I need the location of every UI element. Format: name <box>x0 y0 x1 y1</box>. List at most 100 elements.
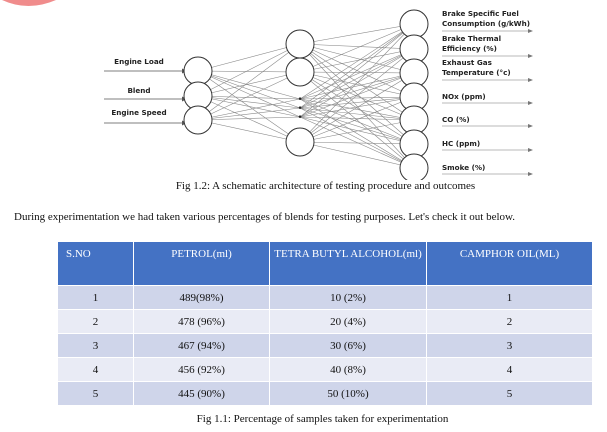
intro-paragraph: During experimentation we had taken vari… <box>14 211 516 223</box>
cell-petrol: 467 (94%) <box>133 333 270 358</box>
connection-line <box>197 70 301 109</box>
connection-line <box>197 70 301 100</box>
cell-camphor: 1 <box>426 285 593 310</box>
connection-line <box>197 43 301 121</box>
connection-line <box>299 116 415 121</box>
hidden-dot: • <box>297 95 302 105</box>
input-label: Engine Speed <box>111 108 166 117</box>
input-node <box>183 56 213 86</box>
hidden-dot: • <box>297 104 302 114</box>
connection-line <box>299 98 415 121</box>
connection-line <box>299 71 415 74</box>
cell-sno: 5 <box>57 381 134 406</box>
cell-camphor: 4 <box>426 357 593 382</box>
header-camphor: CAMPHOR OIL(ML) <box>426 241 593 286</box>
connection-line <box>299 48 415 143</box>
arrow-head <box>528 29 533 33</box>
table-header-row: S.NO PETROL(ml) TETRA BUTYL ALCOHOL(ml) … <box>57 241 593 286</box>
connection-line <box>197 107 301 121</box>
cell-camphor: 2 <box>426 309 593 334</box>
table-row: 2 478 (96%) 20 (4%) 2 <box>57 309 593 334</box>
output-label: Brake Specific Fuel <box>442 9 519 18</box>
connection-line <box>299 96 415 100</box>
table-caption: Fig 1.1: Percentage of samples taken for… <box>196 413 449 425</box>
connection-line <box>299 72 415 143</box>
output-label: CO (%) <box>442 115 470 124</box>
input-node <box>183 105 213 135</box>
connection-line <box>299 107 415 169</box>
connection-line <box>299 98 415 145</box>
connection-line <box>299 71 415 121</box>
arrow-head <box>528 172 533 176</box>
connection-line <box>197 116 301 121</box>
connection-line <box>299 119 415 143</box>
cell-tba: 40 (8%) <box>269 357 427 382</box>
cell-tba: 10 (2%) <box>269 285 427 310</box>
table-row: 5 445 (90%) 50 (10%) 5 <box>57 381 593 406</box>
connection-line <box>299 107 415 121</box>
connection-line <box>299 96 415 118</box>
connection-line <box>197 43 301 97</box>
hidden-dot: • <box>297 113 302 123</box>
output-label: Efficiency (%) <box>442 44 497 53</box>
samples-table: S.NO PETROL(ml) TETRA BUTYL ALCOHOL(ml) … <box>57 241 593 406</box>
connection-line <box>197 71 301 121</box>
connection-line <box>299 43 415 121</box>
output-label: Consumption (g/kWh) <box>442 19 530 28</box>
connection-line <box>299 72 415 109</box>
hidden-node <box>285 127 315 157</box>
output-label: HC (ppm) <box>442 139 480 148</box>
connection-line <box>299 116 415 169</box>
cell-petrol: 489(98%) <box>133 285 270 310</box>
connection-line <box>299 43 415 50</box>
arrow-head <box>528 54 533 58</box>
connection-line <box>299 71 415 98</box>
arrow-head <box>528 148 533 152</box>
connection-line <box>197 95 301 100</box>
connection-line <box>197 95 301 143</box>
output-label: Smoke (%) <box>442 163 485 172</box>
connection-line <box>197 70 301 73</box>
connection-line <box>197 43 301 72</box>
cell-sno: 1 <box>57 285 134 310</box>
connection-line <box>299 23 415 100</box>
arrow-head <box>528 124 533 128</box>
cell-petrol: 456 (92%) <box>133 357 270 382</box>
connection-line <box>299 71 415 145</box>
table-row: 1 489(98%) 10 (2%) 1 <box>57 285 593 310</box>
input-label: Engine Load <box>114 57 164 66</box>
diagram-caption: Fig 1.2: A schematic architecture of tes… <box>175 180 476 192</box>
connection-line <box>197 95 301 109</box>
connection-line <box>197 119 301 143</box>
connection-line <box>299 43 415 169</box>
connection-line <box>197 95 301 118</box>
connection-line <box>299 98 415 169</box>
cell-sno: 4 <box>57 357 134 382</box>
connection-line <box>299 141 415 169</box>
cell-tba: 20 (4%) <box>269 309 427 334</box>
output-node <box>399 9 429 39</box>
connection-line <box>299 23 415 45</box>
connection-line <box>299 72 415 118</box>
output-label: NOx (ppm) <box>442 92 486 101</box>
connection-line <box>299 48 415 109</box>
cell-sno: 2 <box>57 309 134 334</box>
table-row: 3 467 (94%) 30 (6%) 3 <box>57 333 593 358</box>
cell-sno: 3 <box>57 333 134 358</box>
output-label: Exhaust Gas <box>442 58 492 67</box>
output-node <box>399 153 429 180</box>
header-sno: S.NO <box>57 241 134 286</box>
header-tba: TETRA BUTYL ALCOHOL(ml) <box>269 241 427 286</box>
connection-line <box>299 48 415 100</box>
connection-line <box>299 141 415 145</box>
hidden-node <box>285 29 315 59</box>
connection-line <box>299 43 415 74</box>
connection-line <box>299 116 415 145</box>
cell-tba: 50 (10%) <box>269 381 427 406</box>
arrow-head <box>528 101 533 105</box>
input-label: Blend <box>127 86 150 95</box>
logo-fragment <box>2 0 56 6</box>
table-row: 4 456 (92%) 40 (8%) 4 <box>57 357 593 382</box>
connection-line <box>299 71 415 169</box>
